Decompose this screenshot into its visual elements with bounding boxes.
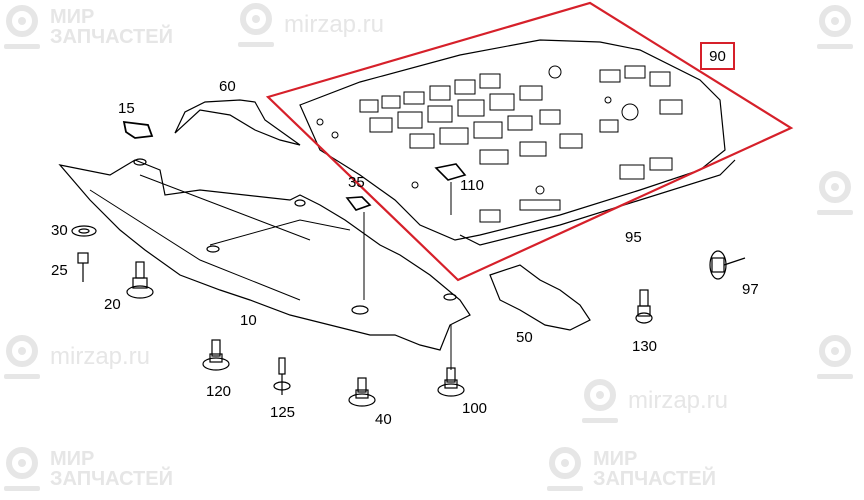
bracket-50 [489, 264, 591, 331]
bracket-60 [174, 99, 301, 146]
watermark-text: МИР [593, 448, 638, 470]
clip-15 [122, 120, 154, 139]
callout-97: 97 [742, 281, 759, 298]
watermark-text: ЗАПЧАСТЕЙ [593, 468, 716, 490]
watermark: mirzap.ru [236, 2, 384, 48]
callout-120: 120 [206, 383, 232, 400]
location-pin-icon [4, 335, 40, 379]
location-pin-icon [238, 3, 274, 47]
location-pin-icon [547, 447, 583, 491]
callout-95: 95 [625, 229, 642, 246]
callout-40: 40 [375, 411, 392, 428]
watermark-text: ЗАПЧАСТЕЙ [50, 468, 173, 490]
callout-90: 90 [709, 47, 726, 65]
callout-60: 60 [219, 78, 236, 95]
location-pin-icon [4, 5, 40, 49]
bolt-25 [77, 252, 89, 282]
watermark-text: МИР [50, 448, 95, 470]
callout-50: 50 [516, 329, 533, 346]
highlight-outline [265, 1, 794, 282]
watermark-text: mirzap.ru [284, 11, 385, 38]
watermark-text: mirzap.ru [50, 343, 151, 370]
location-pin-icon [582, 379, 618, 423]
bolt-40 [348, 377, 376, 407]
bolt-125 [273, 357, 291, 395]
bolt-130 [635, 289, 653, 324]
callout-90-highlighted: 90 [700, 42, 735, 70]
clip-35 [345, 196, 372, 211]
clip-110 [434, 163, 467, 181]
screw-97 [709, 250, 746, 280]
watermark-text: ЗАПЧАСТЕЙ [50, 26, 173, 48]
callout-35: 35 [348, 174, 365, 191]
callout-30: 30 [51, 222, 68, 239]
callout-100: 100 [462, 400, 488, 417]
watermark [815, 170, 855, 216]
callout-20: 20 [104, 296, 121, 313]
callout-110: 110 [460, 177, 484, 194]
watermark [815, 4, 855, 50]
watermark-text: mirzap.ru [628, 387, 729, 414]
callout-25: 25 [51, 262, 68, 279]
watermark: mirzap.ru [580, 378, 728, 424]
bolt-120 [202, 339, 230, 371]
callout-15: 15 [118, 100, 135, 117]
callout-130: 130 [632, 338, 658, 355]
callout-10: 10 [240, 312, 257, 329]
watermark: mirzap.ru [2, 334, 150, 380]
callout-125: 125 [270, 404, 296, 421]
underbody-panel-90 [299, 39, 736, 246]
watermark-text: МИР [50, 6, 95, 28]
watermark [815, 334, 855, 380]
location-pin-icon [817, 171, 853, 215]
washer-30 [71, 225, 97, 237]
location-pin-icon [817, 335, 853, 379]
location-pin-icon [4, 447, 40, 491]
bolt-100 [437, 367, 465, 397]
bolt-20 [126, 261, 154, 299]
engine-shield-10 [58, 159, 471, 351]
location-pin-icon [817, 5, 853, 49]
